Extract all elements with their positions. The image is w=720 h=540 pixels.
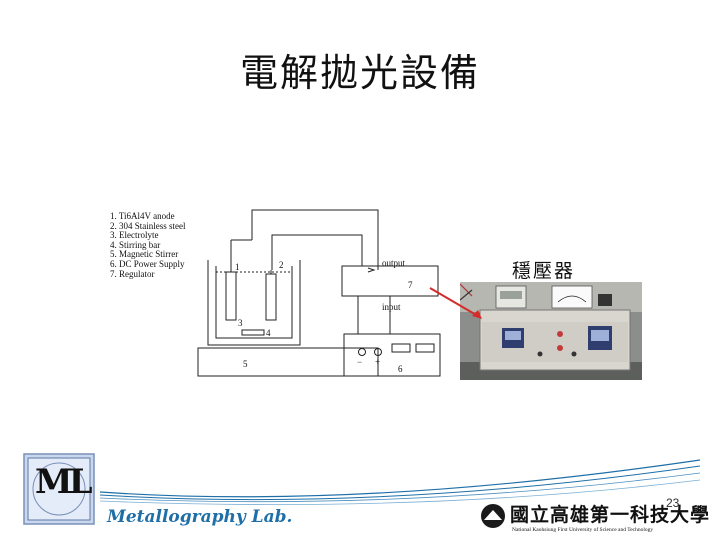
university-name: 國立高雄第一科技大學 — [510, 504, 711, 526]
label-4: 4 — [266, 328, 271, 338]
red-arrow-icon — [429, 287, 482, 319]
regulator-photo — [460, 282, 642, 380]
legend-item: 6. DC Power Supply — [110, 258, 185, 269]
electropolishing-schematic — [197, 209, 441, 377]
page-number: 23 — [666, 496, 680, 510]
legend-item: 3. Electrolyte — [110, 230, 159, 241]
positive-terminal — [374, 348, 382, 356]
label-5: 5 — [243, 359, 248, 369]
beaker-inner — [215, 266, 293, 339]
stirring-bar — [241, 329, 265, 336]
input-label: input — [382, 302, 401, 312]
legend-item: 5. Magnetic Stirrer — [110, 249, 179, 260]
university-english-name: National Kaohsiung First University of S… — [512, 527, 654, 533]
display-window-2 — [415, 343, 435, 353]
minus-sign: − — [357, 357, 363, 367]
label-2: 2 — [279, 260, 284, 270]
cathode-electrode — [265, 273, 277, 321]
label-1: 1 — [235, 262, 240, 272]
slide-title: 電解拋光設備 — [239, 51, 480, 95]
negative-terminal — [358, 348, 366, 356]
dc-power-supply — [343, 333, 441, 377]
label-7: 7 — [408, 280, 413, 290]
output-label: output — [382, 258, 406, 268]
regulator-box — [341, 265, 439, 297]
legend-item: 2. 304 Stainless steel — [110, 220, 186, 231]
wire-anode — [251, 209, 379, 270]
magnetic-stirrer — [197, 347, 379, 377]
plus-sign: + — [375, 357, 381, 367]
wire-cathode — [271, 234, 363, 270]
lab-name: Metallography Lab. — [107, 507, 293, 527]
photo-caption: 穩壓器 — [512, 260, 576, 282]
legend-item: 7. Regulator — [110, 268, 155, 279]
lab-logo-letters: ML — [35, 462, 93, 502]
beaker-outer — [207, 260, 301, 346]
footer-decoration — [23, 453, 701, 528]
anode-electrode — [225, 271, 237, 321]
legend-item: 1. Ti6Al4V anode — [110, 211, 175, 221]
label-3: 3 — [238, 318, 243, 328]
legend: 1. Ti6Al4V anode 2. 304 Stainless steel … — [110, 211, 186, 279]
legend-item: 4. Stirring bar — [110, 239, 161, 250]
display-window — [391, 343, 411, 353]
label-6: 6 — [398, 364, 403, 374]
